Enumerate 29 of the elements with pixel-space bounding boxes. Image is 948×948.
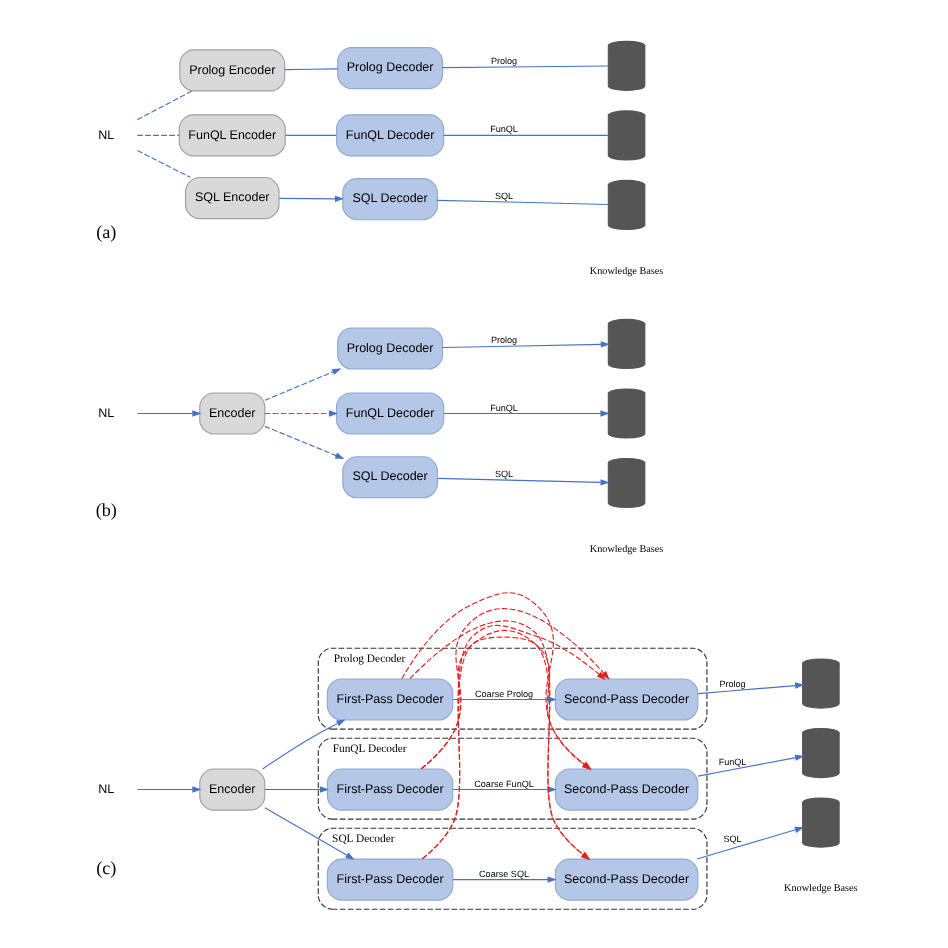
arrow <box>442 409 609 416</box>
label: (b) <box>94 498 116 519</box>
arrow <box>451 785 556 792</box>
label: (a) <box>95 220 116 241</box>
arrow <box>263 785 329 792</box>
arrow <box>135 409 201 416</box>
connector <box>135 89 192 120</box>
arrow <box>263 409 338 416</box>
arrow <box>695 825 803 859</box>
connector <box>135 149 190 177</box>
arrow <box>261 718 345 769</box>
arrow <box>435 476 609 485</box>
arrow <box>263 424 344 458</box>
arrow <box>441 340 609 348</box>
arrow <box>135 785 201 792</box>
connector <box>441 64 608 68</box>
connector <box>435 198 608 205</box>
connector <box>442 133 608 135</box>
arrow <box>451 695 556 702</box>
connector <box>284 133 336 135</box>
connector <box>283 67 338 70</box>
arrow <box>277 194 344 201</box>
arrow <box>263 806 354 859</box>
arrow <box>696 753 804 776</box>
connector <box>135 133 179 135</box>
arrow <box>263 367 341 400</box>
arrow <box>451 875 556 882</box>
label: (c) <box>95 856 116 877</box>
arrow <box>696 681 804 694</box>
